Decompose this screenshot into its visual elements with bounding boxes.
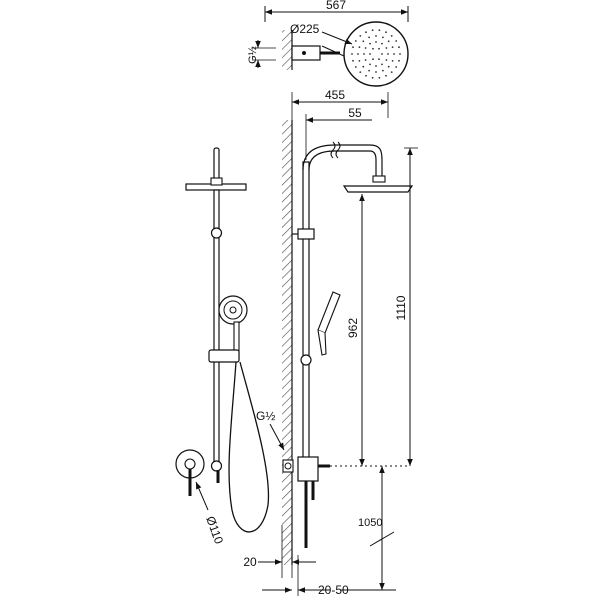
nozzle-dot	[362, 40, 365, 43]
dim-inlet-top: G½	[247, 46, 259, 64]
nozzle-dot	[375, 35, 377, 37]
side-wall-bracket	[297, 228, 315, 240]
dim-overall-width: 567	[326, 0, 346, 12]
wall-hatch-top	[282, 30, 292, 70]
nozzle-dot	[381, 63, 383, 66]
head-nozzles	[351, 29, 401, 79]
nozzle-dot	[385, 31, 387, 34]
nozzle-dot	[359, 35, 362, 37]
top-view: 567 Ø225 G½	[247, 0, 409, 87]
dim-column-height: 962	[346, 318, 360, 338]
nozzle-dot	[359, 71, 362, 73]
side-column	[302, 161, 310, 463]
nozzle-dot	[398, 46, 400, 49]
top-shower-head	[343, 21, 409, 87]
nozzle-dot	[365, 31, 367, 34]
nozzle-dot	[390, 35, 393, 37]
nozzle-dot	[375, 65, 377, 67]
nozzle-dot	[378, 58, 380, 61]
nozzle-dot	[351, 53, 353, 55]
nozzle-dot	[364, 59, 367, 61]
nozzle-dot	[382, 36, 384, 39]
side-hand-shower	[317, 291, 341, 334]
nozzle-dot	[369, 53, 371, 55]
front-hose	[228, 361, 270, 533]
nozzle-dot	[372, 47, 374, 50]
nozzle-dot	[387, 53, 389, 55]
nozzle-dot	[369, 63, 371, 66]
nozzle-dot	[358, 46, 361, 48]
nozzle-dot	[371, 29, 374, 32]
nozzle-dot	[378, 76, 381, 79]
nozzle-dot	[358, 60, 361, 62]
wall-hatch-side	[282, 120, 292, 565]
nozzle-dot	[385, 59, 388, 61]
nozzle-dot	[365, 74, 367, 77]
nozzle-dot	[385, 47, 388, 49]
dim-wall-gap: 20	[243, 555, 257, 569]
nozzle-dot	[387, 65, 390, 68]
nozzle-dot	[354, 66, 357, 68]
dim-total-height: 1110	[394, 295, 408, 320]
nozzle-dot	[378, 29, 381, 32]
nozzle-dot	[363, 53, 365, 55]
nozzle-dot	[387, 40, 390, 43]
dim-head-diameter: Ø225	[290, 22, 320, 36]
nozzle-dot	[354, 40, 357, 42]
nozzle-dot	[398, 59, 400, 62]
nozzle-dot	[395, 66, 398, 68]
nozzle-dot	[352, 46, 354, 49]
nozzle-dot	[369, 42, 371, 45]
nozzle-dot	[357, 53, 359, 55]
dim-projection: 455	[325, 88, 345, 102]
nozzle-dot	[375, 41, 377, 43]
dim-floor-height: 1050	[358, 517, 382, 529]
nozzle-dot	[390, 71, 393, 73]
nozzle-dot	[372, 58, 374, 61]
nozzle-dot	[368, 36, 370, 39]
nozzle-dot	[364, 47, 367, 49]
nozzle-dot	[352, 59, 354, 62]
side-mixer	[297, 456, 319, 482]
nozzle-dot	[399, 53, 401, 55]
side-view: 455 55 1110 962 G½ 1050 20 20-50	[243, 88, 418, 597]
nozzle-dot	[391, 46, 394, 48]
nozzle-dot	[362, 65, 365, 68]
nozzle-dot	[368, 69, 370, 72]
dim-inlet-side: G½	[256, 409, 275, 423]
nozzle-dot	[391, 60, 394, 62]
dim-flange-diameter: Ø110	[203, 514, 226, 546]
dim-offset: 55	[348, 106, 362, 120]
nozzle-dot	[381, 53, 383, 55]
nozzle-dot	[371, 76, 374, 79]
side-shower-head	[342, 185, 414, 193]
nozzle-dot	[382, 69, 384, 72]
nozzle-dot	[393, 53, 395, 55]
nozzle-dot	[395, 40, 398, 42]
front-slider-holder	[208, 349, 240, 363]
nozzle-dot	[378, 47, 380, 50]
nozzle-dot	[375, 71, 377, 73]
nozzle-dot	[385, 74, 387, 77]
nozzle-dot	[381, 42, 383, 45]
dim-adjust-range: 20-50	[318, 583, 349, 597]
front-view	[175, 147, 270, 533]
